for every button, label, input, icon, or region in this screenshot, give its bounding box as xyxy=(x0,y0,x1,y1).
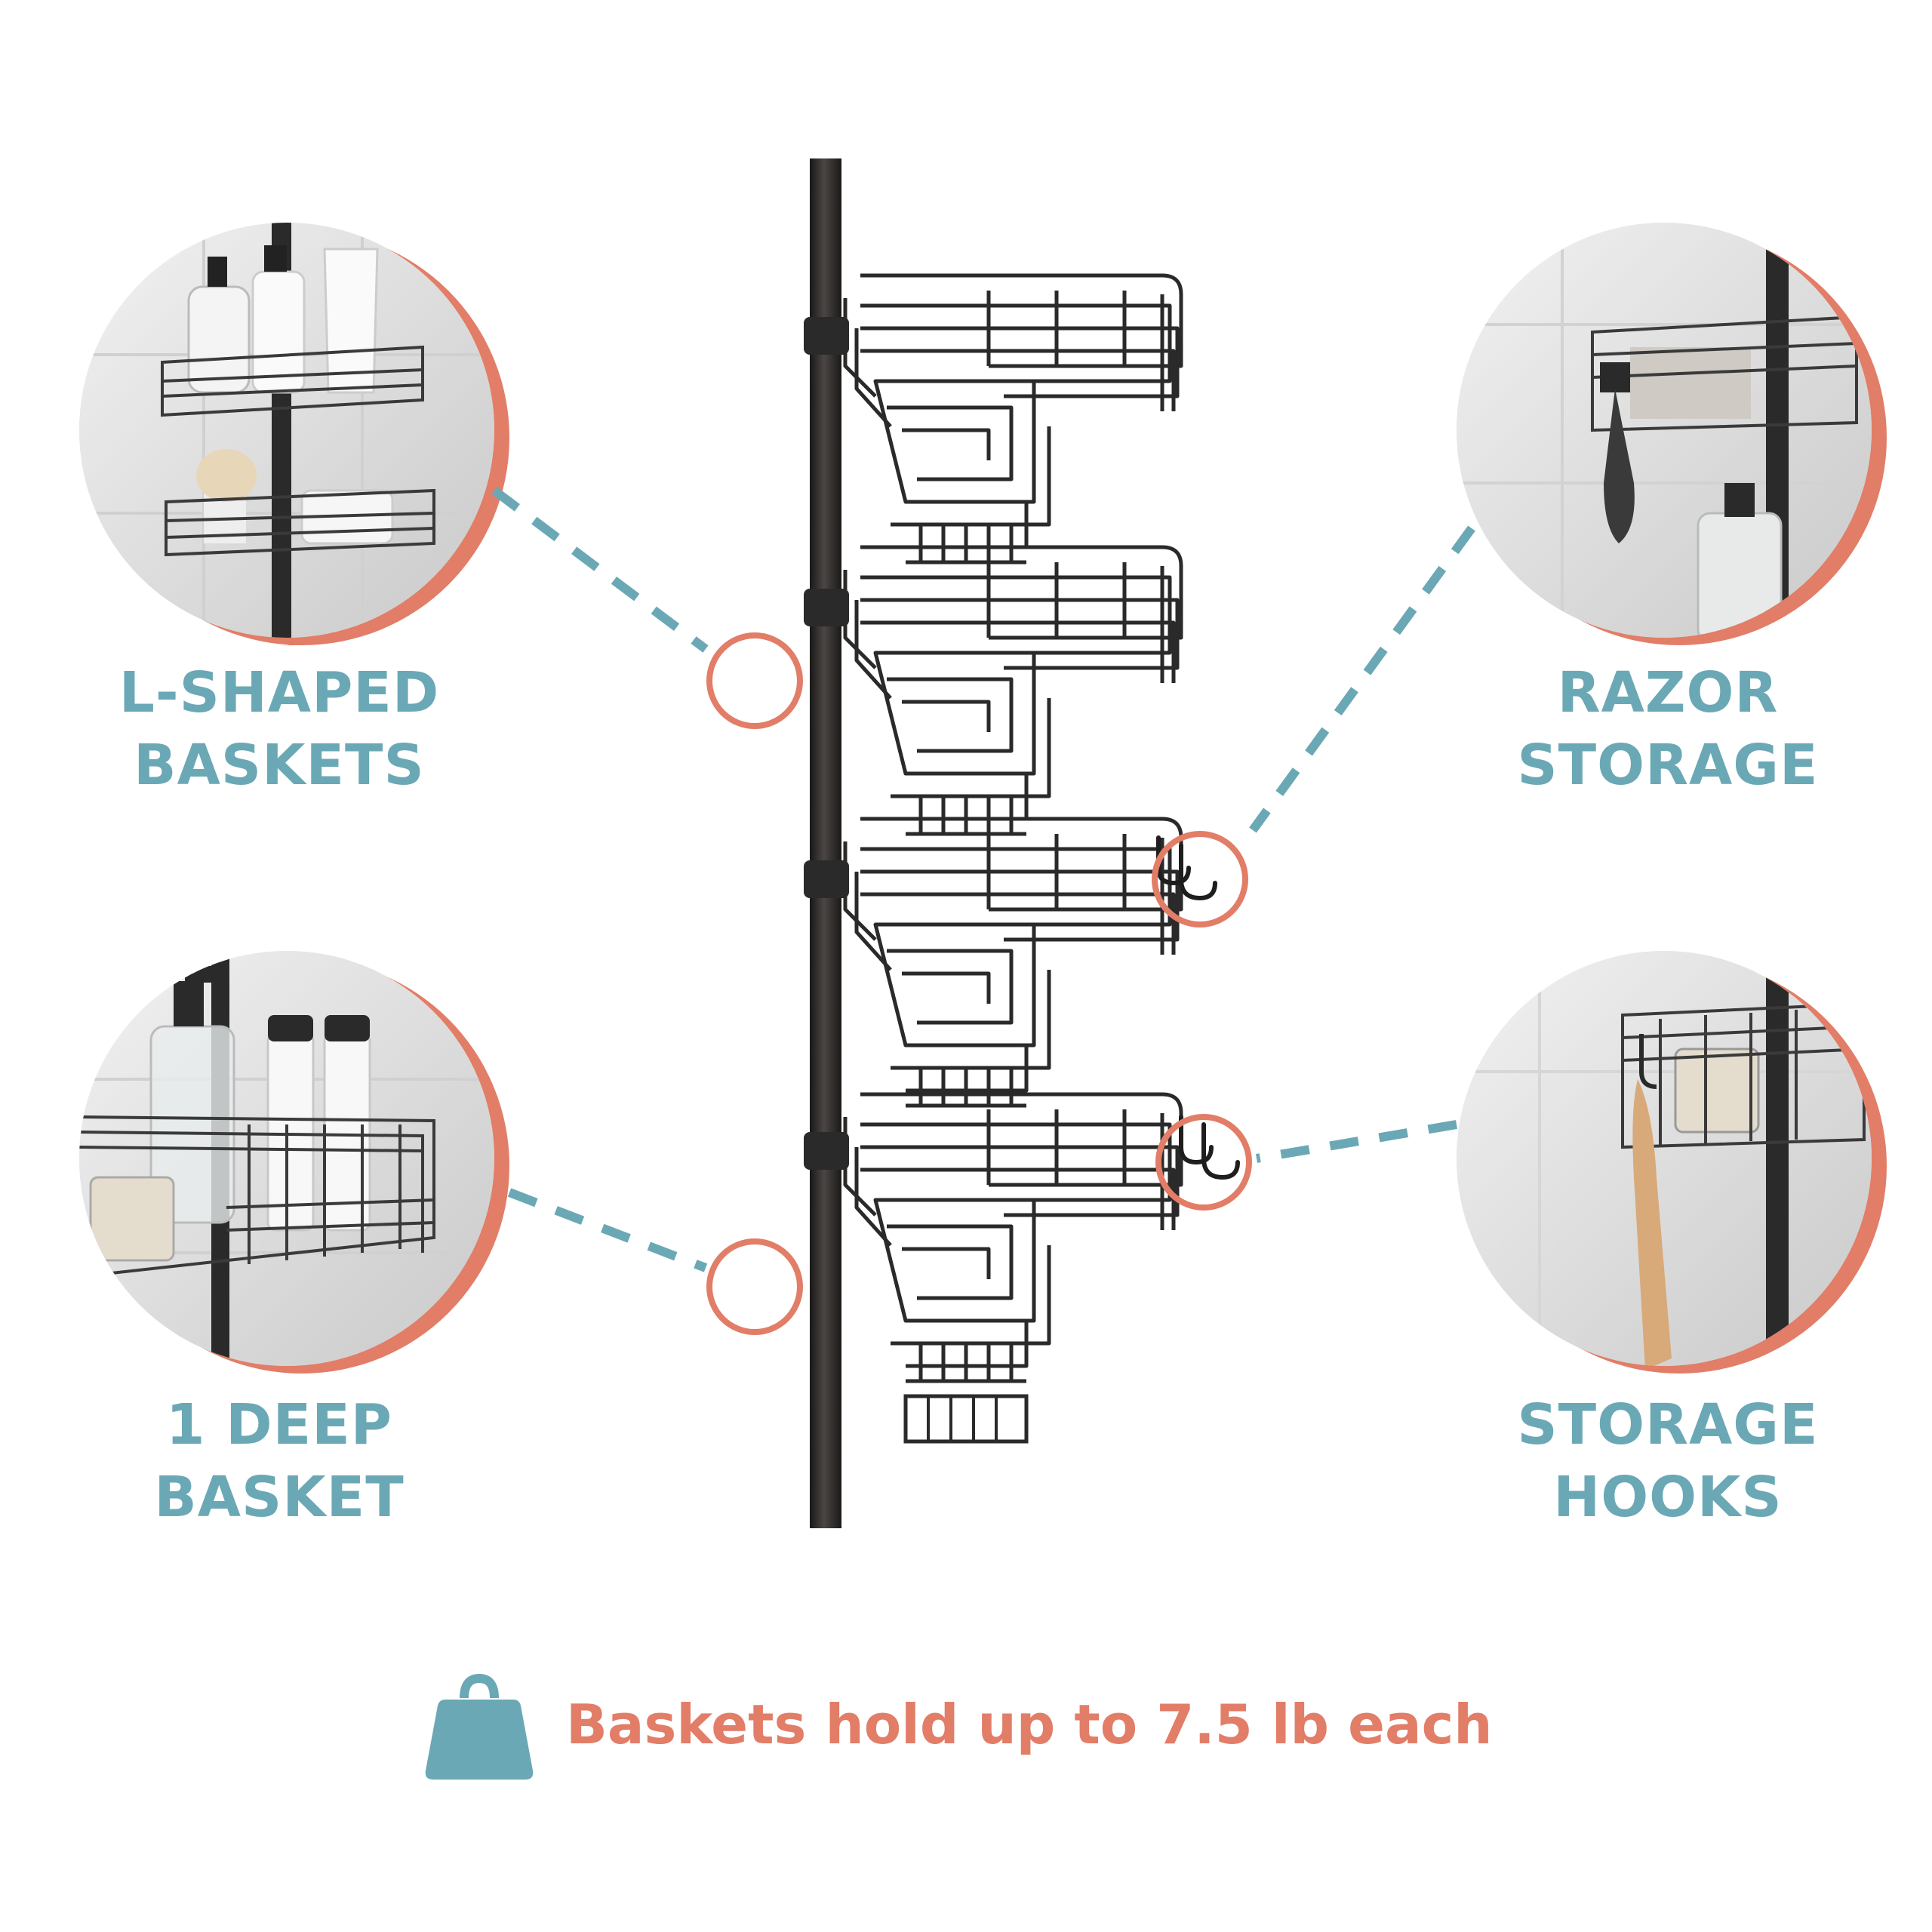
l-shaped-baskets-photo xyxy=(79,223,509,646)
label-line: BASKETS xyxy=(134,733,425,798)
label-l-shaped-baskets: L-SHAPED BASKETS xyxy=(45,657,513,801)
label-line: 1 DEEP xyxy=(165,1392,392,1457)
marker-hooks xyxy=(1155,1114,1252,1211)
shower-caddy-rack xyxy=(804,158,1238,1528)
marker-l-shaped xyxy=(706,632,803,729)
label-line: HOOKS xyxy=(1553,1465,1783,1530)
label-razor-storage: RAZOR STORAGE xyxy=(1434,657,1902,801)
label-storage-hooks: STORAGE HOOKS xyxy=(1434,1389,1902,1534)
label-deep-basket: 1 DEEP BASKET xyxy=(45,1389,513,1534)
leader-hooks xyxy=(1255,1120,1458,1163)
leader-lines xyxy=(491,487,1475,1272)
label-line: RAZOR xyxy=(1557,660,1779,725)
label-line: STORAGE xyxy=(1517,1392,1819,1457)
weight-icon xyxy=(425,1673,534,1780)
label-line: BASKET xyxy=(154,1465,405,1530)
callout-markers xyxy=(706,632,1252,1335)
marker-razor xyxy=(1152,831,1248,928)
capacity-note: Baskets hold up to 7.5 lb each xyxy=(423,1660,1555,1811)
leader-deep xyxy=(507,1188,708,1272)
marker-deep xyxy=(706,1238,803,1335)
label-line: L-SHAPED xyxy=(118,660,440,725)
razor-storage-photo xyxy=(1457,223,1887,645)
storage-hooks-photo xyxy=(1457,951,1887,1374)
leader-l-shaped xyxy=(491,487,709,653)
capacity-text: Baskets hold up to 7.5 lb each xyxy=(566,1693,1493,1756)
deep-basket-photo xyxy=(79,951,509,1374)
tension-pole xyxy=(810,158,841,1528)
label-line: STORAGE xyxy=(1517,733,1819,798)
leader-razor xyxy=(1249,525,1475,833)
